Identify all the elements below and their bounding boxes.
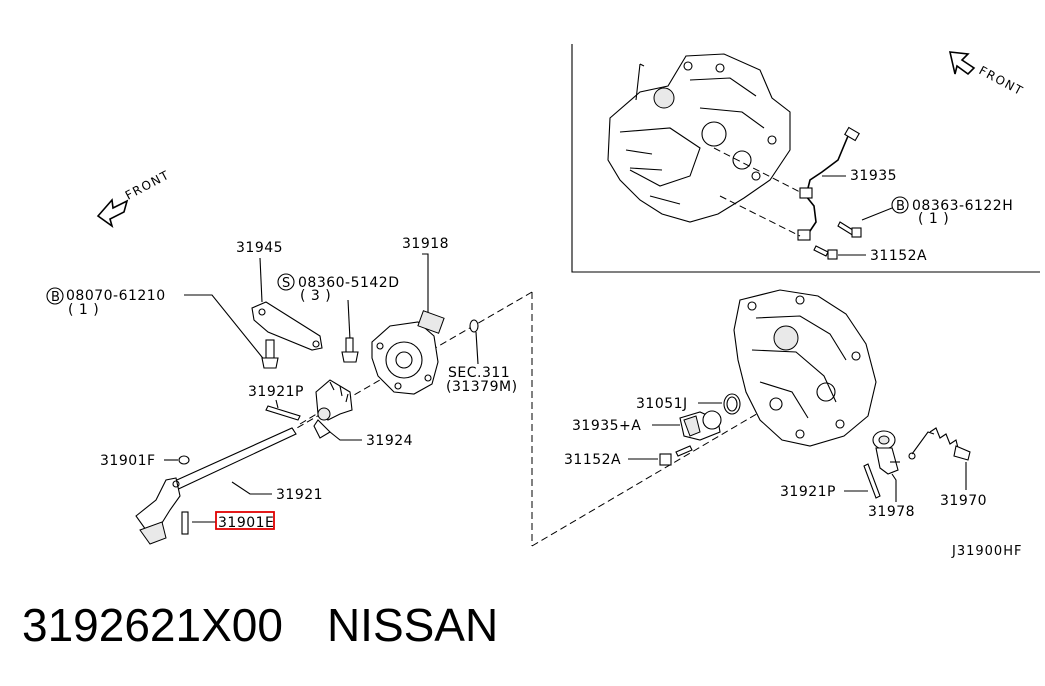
pin-31921P-right bbox=[863, 463, 881, 499]
label-31921: 31921 bbox=[276, 487, 323, 503]
spring-31970 bbox=[908, 427, 971, 461]
part-caption: 3192621X00 NISSAN bbox=[22, 598, 498, 652]
sensor-31935A bbox=[679, 410, 722, 441]
clip-31901F bbox=[178, 455, 190, 465]
switch-31918 bbox=[371, 310, 445, 395]
label-08363-qty: ( 1 ) bbox=[918, 211, 949, 227]
svg-text:B: B bbox=[896, 199, 906, 214]
label-08070-61210: 08070-61210 bbox=[66, 288, 166, 304]
arrow-left-icon bbox=[96, 198, 129, 228]
label-31970: 31970 bbox=[940, 493, 987, 509]
drawing-code: J31900HF bbox=[951, 544, 1022, 559]
sensor-31935-top bbox=[713, 126, 860, 241]
badge-b-left: B bbox=[46, 287, 64, 305]
label-31921P-left: 31921P bbox=[248, 384, 304, 400]
shaft-31921 bbox=[135, 427, 297, 545]
pin-31901E bbox=[181, 511, 189, 535]
label-31901F: 31901F bbox=[100, 453, 156, 469]
front-arrow-right: FRONT bbox=[948, 51, 1026, 98]
bolt-08363-top bbox=[837, 221, 862, 238]
bolt-08070 bbox=[261, 339, 279, 369]
badge-s-left: S bbox=[277, 273, 295, 291]
label-31924: 31924 bbox=[366, 433, 413, 449]
transmission-housing-top bbox=[607, 53, 791, 223]
pin-31921P-left bbox=[265, 405, 301, 421]
front-arrow-left: FRONT bbox=[96, 168, 172, 228]
bracket-31945 bbox=[251, 301, 323, 351]
oring-sec311 bbox=[469, 319, 479, 333]
screw-08360 bbox=[341, 337, 359, 363]
label-08363-6122H: 08363-6122H bbox=[912, 198, 1013, 214]
lever-31924 bbox=[313, 379, 353, 439]
label-31921P-right: 31921P bbox=[780, 484, 836, 500]
label-31918: 31918 bbox=[402, 236, 449, 252]
arrow-right-icon bbox=[948, 51, 976, 76]
label-31978: 31978 bbox=[868, 504, 915, 520]
oring-31051J bbox=[723, 393, 741, 415]
label-31152A-top: 31152A bbox=[870, 248, 927, 264]
inset-border bbox=[571, 44, 1040, 273]
label-08360-5142D: 08360-5142D bbox=[298, 275, 400, 291]
front-label-right: FRONT bbox=[977, 63, 1026, 98]
label-31935A: 31935+A bbox=[572, 418, 641, 434]
part-number: 3192621X00 bbox=[22, 599, 283, 651]
label-31051J: 31051J bbox=[636, 396, 688, 412]
badge-b-top: B bbox=[891, 196, 909, 214]
label-31901E: 31901E bbox=[218, 515, 274, 531]
bolt-31152A-top bbox=[813, 245, 838, 260]
label-08360-qty: ( 3 ) bbox=[300, 288, 331, 304]
svg-text:B: B bbox=[51, 290, 61, 305]
label-31945: 31945 bbox=[236, 240, 283, 256]
label-08070-qty: ( 1 ) bbox=[68, 302, 99, 318]
label-sec-311: SEC.311 bbox=[448, 365, 510, 381]
lever-31978 bbox=[872, 430, 900, 475]
transmission-housing-right bbox=[733, 289, 877, 447]
label-31379M: (31379M) bbox=[446, 379, 518, 395]
label-31152A-bottom: 31152A bbox=[564, 452, 621, 468]
label-31935: 31935 bbox=[850, 168, 897, 184]
bolt-31152A-bottom bbox=[659, 445, 693, 466]
brand-name: NISSAN bbox=[326, 599, 499, 651]
front-label-left: FRONT bbox=[123, 168, 172, 203]
highlight-box-31901E bbox=[215, 511, 275, 530]
inset-box bbox=[571, 44, 1040, 273]
svg-text:S: S bbox=[282, 276, 291, 291]
